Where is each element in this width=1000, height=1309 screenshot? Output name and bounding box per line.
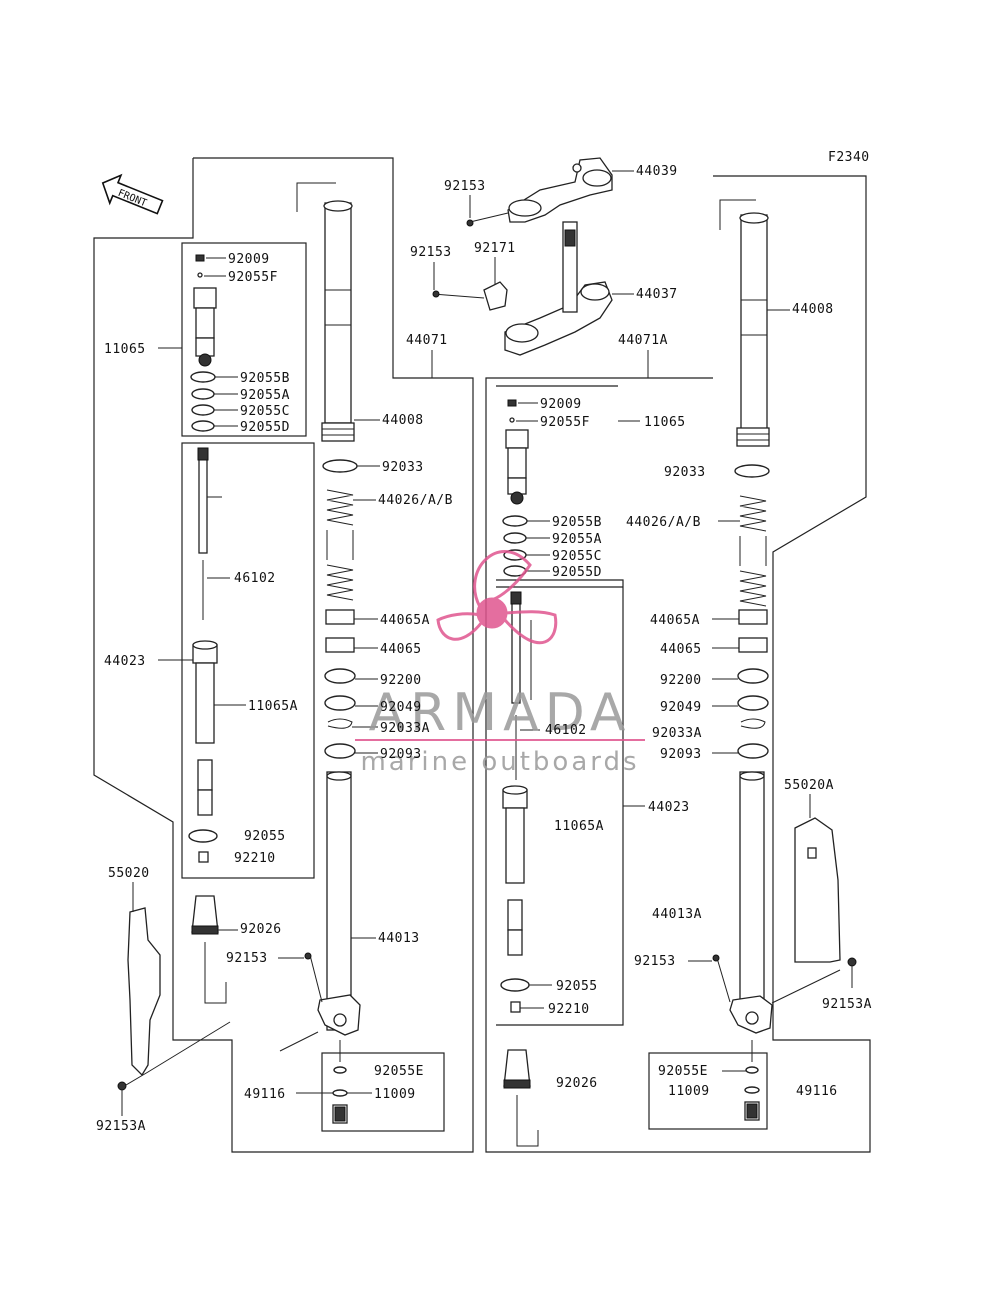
left-parts (322, 459, 380, 759)
part-label: 92200 (660, 673, 702, 688)
left-inner-tube (278, 771, 376, 1052)
part-label: 92055 (556, 979, 598, 994)
part-label: 92049 (660, 700, 702, 715)
left-fork-guard (117, 882, 231, 1116)
front-arrow-icon: FRONT (101, 173, 164, 215)
part-label: 11065A (248, 699, 298, 714)
part-label: 44037 (636, 287, 678, 302)
part-label: 92033A (380, 721, 430, 736)
propeller-logo-icon (436, 550, 558, 645)
part-label: 46102 (234, 571, 276, 586)
part-label: 92210 (548, 1002, 590, 1017)
part-label: 92055C (240, 404, 290, 419)
part-label: 92210 (234, 851, 276, 866)
part-label: 92153A (96, 1119, 146, 1134)
part-label: 92153 (410, 245, 452, 260)
part-label: 55020A (784, 778, 834, 793)
part-label: 92153 (226, 951, 268, 966)
right-axle-parts (722, 1040, 760, 1121)
upper-bracket (466, 157, 613, 227)
right-spring (718, 495, 767, 607)
part-label: 11065A (554, 819, 604, 834)
part-label: 44065 (660, 642, 702, 657)
part-label: 92026 (556, 1076, 598, 1091)
part-label: 46102 (545, 723, 587, 738)
part-label: 11009 (374, 1087, 416, 1102)
part-label: 92055B (552, 515, 602, 530)
part-label: 44065A (380, 613, 430, 628)
part-label: 92009 (228, 252, 270, 267)
part-label: 44071A (618, 333, 668, 348)
part-label: 92033 (664, 465, 706, 480)
part-label: 44065A (650, 613, 700, 628)
part-label: 92055F (540, 415, 590, 430)
assembly-frames (93, 157, 871, 1153)
part-label: 49116 (244, 1087, 286, 1102)
part-label: 92055B (240, 371, 290, 386)
part-label: 44023 (104, 654, 146, 669)
watermark-tagline: marine outboards (360, 747, 639, 777)
part-label: 92055E (374, 1064, 424, 1079)
part-label: 11065 (644, 415, 686, 430)
part-label: 44026/A/B (378, 493, 453, 508)
part-label: 44008 (792, 302, 834, 317)
figure-code: F2340 (828, 150, 870, 165)
part-label: 55020 (108, 866, 150, 881)
watermark: ARMADA marine outboards (355, 550, 645, 777)
lower-bracket (432, 221, 613, 356)
left-axle-parts (296, 1040, 372, 1124)
part-labels: F2340 44039 92153 92171 92153 44037 4407… (96, 150, 872, 1134)
part-label: 92033A (652, 726, 702, 741)
part-label: 44013A (652, 907, 702, 922)
part-label: 44008 (382, 413, 424, 428)
part-label: 92055C (552, 549, 602, 564)
part-label: 92153 (634, 954, 676, 969)
part-label: 92026 (240, 922, 282, 937)
part-label: 92055D (552, 565, 602, 580)
part-label: 44023 (648, 800, 690, 815)
part-label: 92093 (380, 747, 422, 762)
left-outer-tube (296, 182, 380, 442)
part-label: 92153A (822, 997, 872, 1012)
part-label: 44071 (406, 333, 448, 348)
right-fork-guard (794, 794, 857, 988)
part-label: 44065 (380, 642, 422, 657)
left-cartridge-parts (158, 254, 246, 1004)
part-label: 11065 (104, 342, 146, 357)
part-label: 92009 (540, 397, 582, 412)
part-label: 11009 (668, 1084, 710, 1099)
part-label: 92055E (658, 1064, 708, 1079)
right-parts (712, 464, 770, 759)
part-label: 92033 (382, 460, 424, 475)
part-label: 92055A (552, 532, 602, 547)
part-label: 92055A (240, 388, 290, 403)
part-label: 44039 (636, 164, 678, 179)
part-label: 92055F (228, 270, 278, 285)
part-label: 92200 (380, 673, 422, 688)
part-label: 92093 (660, 747, 702, 762)
part-label: 92171 (474, 241, 516, 256)
right-cartridge-parts (500, 399, 645, 1147)
right-inner-tube (688, 771, 841, 1034)
watermark-brand: ARMADA (369, 683, 632, 743)
part-label: 44026/A/B (626, 515, 701, 530)
part-label: 92055D (240, 420, 290, 435)
right-outer-tube (719, 199, 790, 447)
part-label: 49116 (796, 1084, 838, 1099)
part-label: 92055 (244, 829, 286, 844)
left-spring (326, 488, 376, 601)
part-label: 92153 (444, 179, 486, 194)
part-label: 92049 (380, 700, 422, 715)
part-label: 44013 (378, 931, 420, 946)
